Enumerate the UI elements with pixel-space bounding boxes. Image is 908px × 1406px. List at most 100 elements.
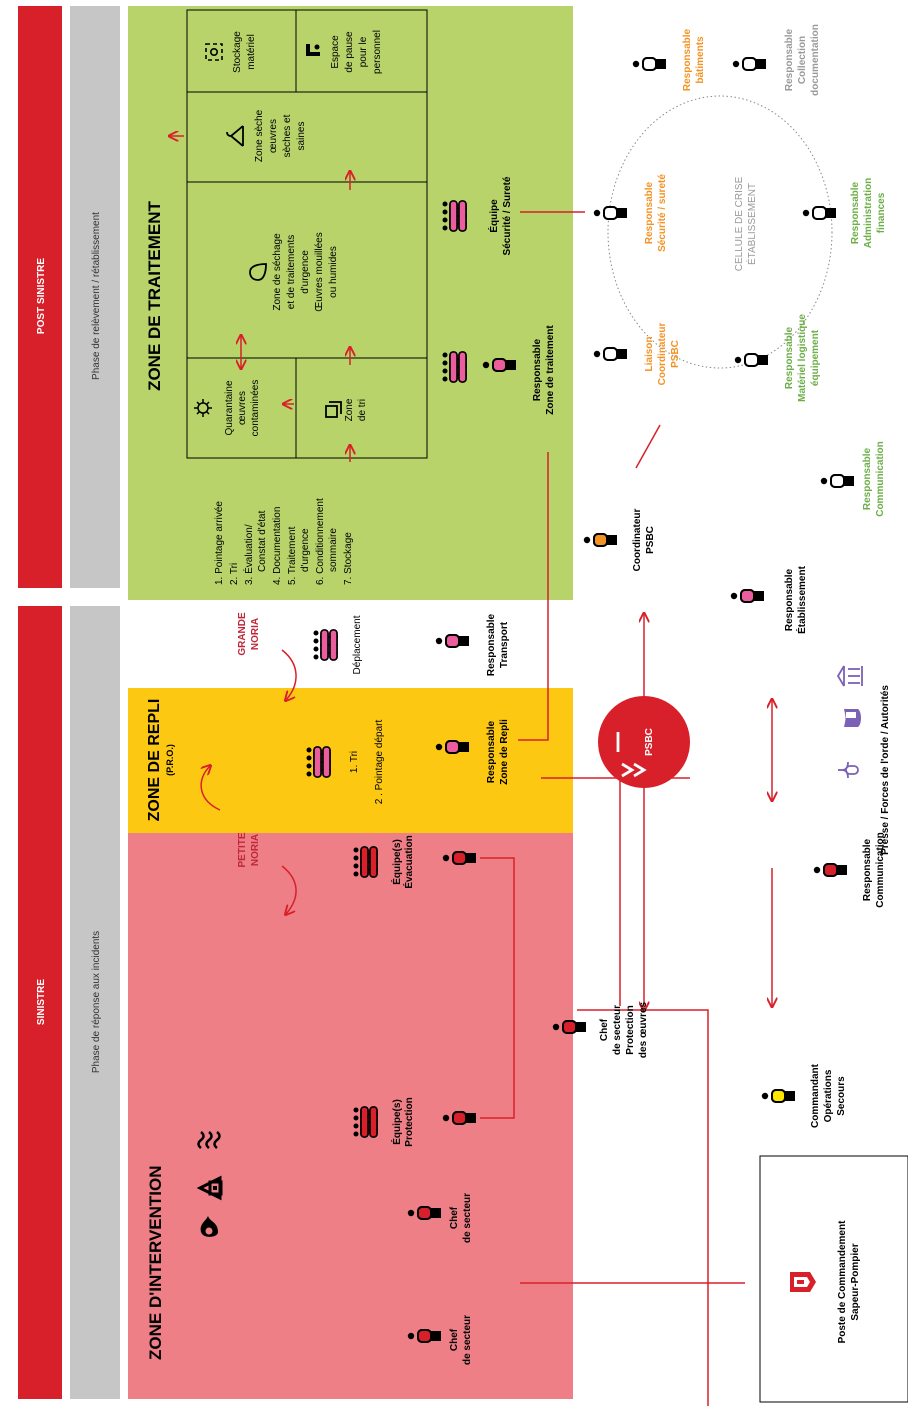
- admin-line1: Responsable: [850, 181, 861, 244]
- grande-noria-line1: GRANDE: [237, 612, 248, 656]
- chef-secteur-b-line1: Chef: [449, 1328, 460, 1351]
- cos-line3: Secours: [836, 1076, 847, 1116]
- traitement-step-4: Constat d'état: [257, 510, 268, 572]
- zone-traitement: [128, 6, 573, 600]
- chef-protection-line3: Protection: [625, 1005, 636, 1054]
- phase-relevement-label: Phase de relèvement / rétablissement: [91, 212, 102, 380]
- team-member: [329, 629, 338, 661]
- person-body: [830, 474, 845, 488]
- collection-line3: documentation: [810, 24, 821, 96]
- psbc-circle: [598, 696, 690, 788]
- materiel-line2: Matériel logistique: [797, 314, 808, 402]
- person-body: [603, 347, 618, 361]
- equipe-evacuation-line1: Équipe(s): [390, 839, 403, 885]
- materiel-line1: Responsable: [784, 326, 795, 389]
- cos-line2: Opérations: [823, 1069, 834, 1122]
- team-member: [322, 746, 331, 778]
- petite-noria-line2: NORIA: [250, 834, 261, 866]
- person-body: [492, 358, 507, 372]
- chef-protection-line1: Chef: [599, 1018, 610, 1041]
- liaison-line2: Coordinateur: [657, 323, 668, 386]
- chef-secteur-a-line1: Chef: [449, 1206, 460, 1229]
- team-member: [458, 200, 467, 232]
- equipe-protection: Équipe(s) Protection: [390, 1097, 415, 1146]
- traitement-step-1: 1. Pointage arrivée: [214, 501, 225, 585]
- sechage-text-line-1: Zone de séchage: [272, 233, 283, 311]
- person-body: [771, 1089, 786, 1103]
- zone-intervention-title: ZONE D'INTERVENTION: [146, 1165, 165, 1360]
- chair-icon: [306, 44, 320, 56]
- traitement-flow-arrows: [170, 136, 350, 462]
- bank-icon: [836, 665, 863, 687]
- poste-line2: Sapeur-Pompier: [850, 1243, 861, 1320]
- deplacement-label: Déplacement: [352, 615, 363, 674]
- cellule-title-line2: ÉTABLISSEMENT: [745, 183, 758, 265]
- chef-secteur-a-line2: de secteur: [462, 1193, 473, 1243]
- person-body: [417, 1329, 432, 1343]
- batiments-line2: bâtiments: [695, 36, 706, 84]
- person-body: [823, 863, 838, 877]
- sechage-text-line-5: ou humides: [328, 246, 339, 298]
- securite-line2: Sécurité / sureté: [657, 174, 668, 252]
- team-member: [449, 200, 458, 232]
- seche-text-line-2: œuvres: [268, 119, 279, 153]
- team-member: [320, 629, 329, 661]
- traitement-step-7: d'urgence: [300, 528, 311, 572]
- repli-step1: 1. Tri: [349, 751, 360, 773]
- person-body: [417, 1206, 432, 1220]
- grande-noria-line2: NORIA: [250, 618, 261, 650]
- person-body: [744, 353, 759, 367]
- phase-relevement-band: [70, 6, 120, 588]
- team-member: [458, 351, 467, 383]
- person-body: [562, 1020, 577, 1034]
- traitement-step-6: 5. Traitement: [287, 526, 298, 585]
- fire-station-icon: [790, 1272, 816, 1292]
- zone-traitement-title: ZONE DE TRAITEMENT: [145, 200, 164, 390]
- equipe-protection-line2: Protection: [404, 1097, 415, 1146]
- coordinateur-line2: PSBC: [645, 526, 656, 554]
- person-body: [742, 57, 757, 71]
- person-body: [642, 57, 657, 71]
- arrows-icon: [616, 732, 647, 778]
- pause-text-line-4: personnel: [372, 30, 383, 74]
- equipe-evacuation-line2: Évacuation: [402, 835, 415, 888]
- comm-green-line2: Communication: [875, 441, 886, 517]
- poste-line1: Poste de Commandement: [837, 1220, 848, 1343]
- traitement-grid: [186, 9, 428, 459]
- liaison-line3: PSBC: [670, 340, 681, 368]
- responsable-traitement-line1: Responsable: [532, 338, 543, 401]
- sechage-text-line-2: et de traitements: [286, 235, 297, 309]
- zone-repli: [128, 688, 573, 833]
- responsable-repli-line2: Zone de Repli: [499, 719, 510, 785]
- fire-icon: [200, 1216, 218, 1237]
- seche-text-line-3: sèches et: [282, 114, 293, 157]
- cellule-title-line1: CELLULE DE CRISE: [734, 176, 745, 271]
- traitement-step-3: 3. Évaluation/: [242, 524, 255, 585]
- responsable-transport-line1: Responsable: [486, 613, 497, 676]
- box-icon: [205, 43, 223, 61]
- admin-line2: Administration: [863, 178, 874, 249]
- protection-evacuation-link: [480, 857, 515, 1119]
- petite-noria-line1: PETITE: [237, 832, 248, 867]
- pause-text-line-2: de pause: [344, 31, 355, 73]
- tri-text-line-2: de tri: [357, 399, 368, 421]
- traitement-step-5: 4. Documentation: [272, 507, 283, 585]
- person-body: [603, 206, 618, 220]
- heat-waves-icon: [197, 1131, 221, 1149]
- communication-line1: Responsable: [862, 838, 873, 901]
- pause-text-line-1: Espace: [330, 35, 341, 69]
- collection-line1: Responsable: [784, 28, 795, 91]
- responsable-traitement-line2: Zone de traitement: [545, 325, 556, 415]
- traitement-step-10: 7. Stockage: [343, 532, 354, 585]
- post-sinistre-label: POST SINISTRE: [36, 258, 47, 334]
- team-member: [360, 846, 369, 878]
- microphone-icon: [838, 761, 859, 779]
- grande-noria-arrow-bottom: [281, 649, 297, 700]
- quarantaine-text-line-1: Quarantaine: [224, 380, 235, 435]
